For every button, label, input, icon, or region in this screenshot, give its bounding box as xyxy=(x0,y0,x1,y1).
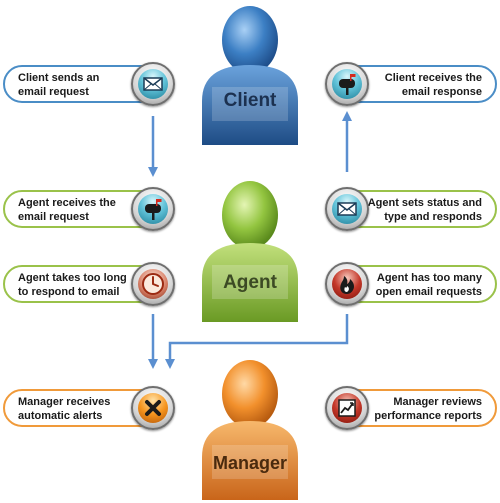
step-manager-reports-line1: Manager reviews xyxy=(393,396,482,408)
clock-icon xyxy=(131,262,175,306)
step-agent-sets-status-line1: Agent sets status and xyxy=(367,197,482,209)
manager-person: Manager xyxy=(198,357,302,500)
step-agent-too-long-line1: Agent takes too long xyxy=(18,272,127,284)
chart-report-icon xyxy=(325,386,369,430)
step-manager-alerts-line2: automatic alerts xyxy=(18,409,103,422)
envelope-icon xyxy=(325,187,369,231)
step-client-sends-line2: email request xyxy=(18,85,89,98)
x-alert-icon xyxy=(131,386,175,430)
step-manager-alerts-line1: Manager receives xyxy=(18,396,111,408)
mailbox-icon xyxy=(131,187,175,231)
step-agent-receives-line2: email request xyxy=(18,210,89,223)
step-agent-sets-status-line2: type and responds xyxy=(384,210,482,223)
agent-label: Agent xyxy=(223,272,277,293)
fire-icon xyxy=(325,262,369,306)
step-client-sends-line1: Client sends an xyxy=(18,72,100,84)
step-manager-reports-line2: performance reports xyxy=(374,409,482,422)
envelope-icon xyxy=(131,62,175,106)
step-agent-too-long-line2: to respond to email xyxy=(18,285,120,298)
step-agent-too-many-line2: open email requests xyxy=(375,285,482,298)
agent-person: Agent xyxy=(198,177,302,322)
mailbox-icon xyxy=(325,62,369,106)
step-client-receives-line1: Client receives the xyxy=(384,72,482,84)
manager-label: Manager xyxy=(212,453,288,473)
step-client-receives-line2: email response xyxy=(401,85,482,98)
client-person: Client xyxy=(198,3,302,145)
step-agent-too-many-line1: Agent has too many xyxy=(376,272,482,284)
arrow-overload-to-manager xyxy=(165,314,349,369)
step-agent-receives-line1: Agent receives the xyxy=(18,197,116,209)
client-label: Client xyxy=(223,90,277,111)
